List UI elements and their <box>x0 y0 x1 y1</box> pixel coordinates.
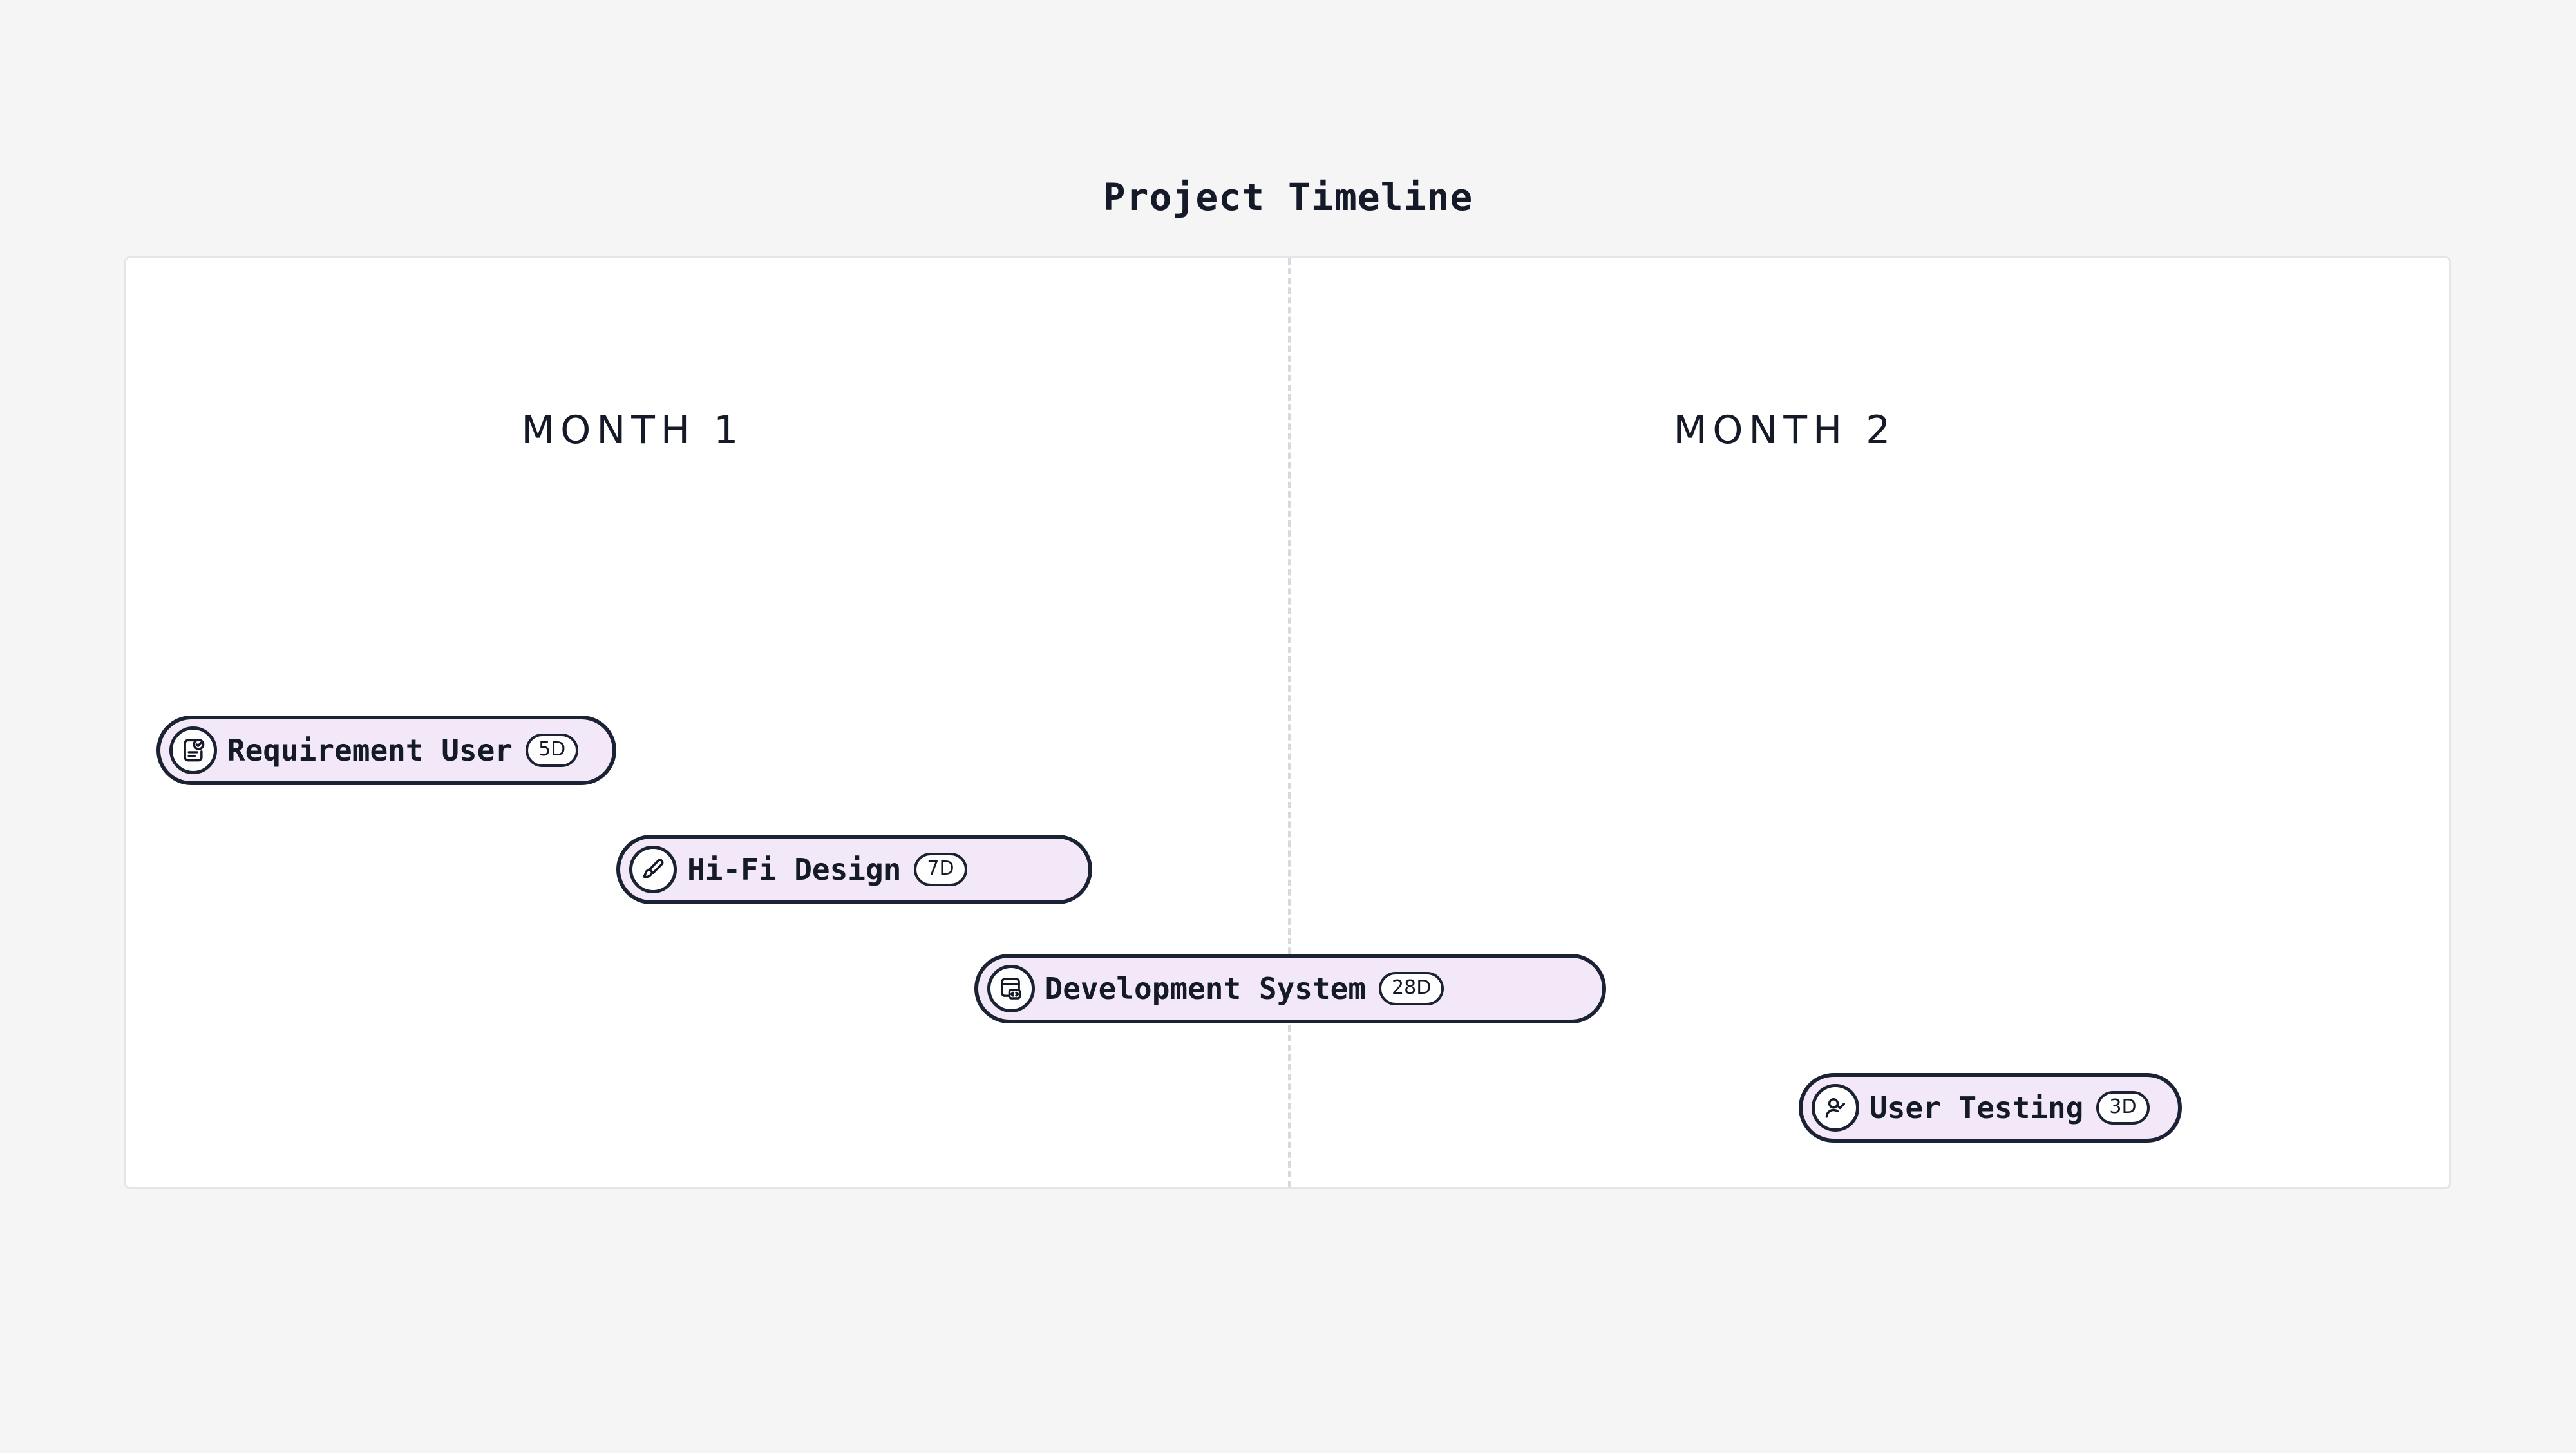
task-label: Hi-Fi Design <box>687 852 902 887</box>
task-bar-development-system[interactable]: Development System 28D <box>974 954 1606 1023</box>
month-header-2: MONTH 2 <box>1673 408 1897 453</box>
task-duration-badge: 7D <box>914 853 967 886</box>
user-check-icon <box>1812 1084 1860 1132</box>
month-header-1: MONTH 1 <box>521 408 744 453</box>
task-bar-requirement-user[interactable]: Requirement User 5D <box>156 716 617 785</box>
task-duration-badge: 28D <box>1379 972 1444 1005</box>
timeline-panel: MONTH 1 MONTH 2 Requirement User 5D Hi-F… <box>124 256 2451 1189</box>
paintbrush-icon <box>629 846 677 893</box>
document-check-icon <box>169 726 217 774</box>
task-duration-badge: 3D <box>2096 1091 2150 1125</box>
task-label: Development System <box>1045 971 1367 1006</box>
task-label: Requirement User <box>227 733 513 768</box>
task-bar-hi-fi-design[interactable]: Hi-Fi Design 7D <box>616 835 1093 904</box>
page-title: Project Timeline <box>1103 175 1473 219</box>
month-divider <box>1287 258 1291 1187</box>
task-bar-user-testing[interactable]: User Testing 3D <box>1799 1073 2183 1143</box>
task-duration-badge: 5D <box>526 734 579 767</box>
code-window-icon <box>987 965 1035 1012</box>
task-label: User Testing <box>1870 1090 2084 1125</box>
